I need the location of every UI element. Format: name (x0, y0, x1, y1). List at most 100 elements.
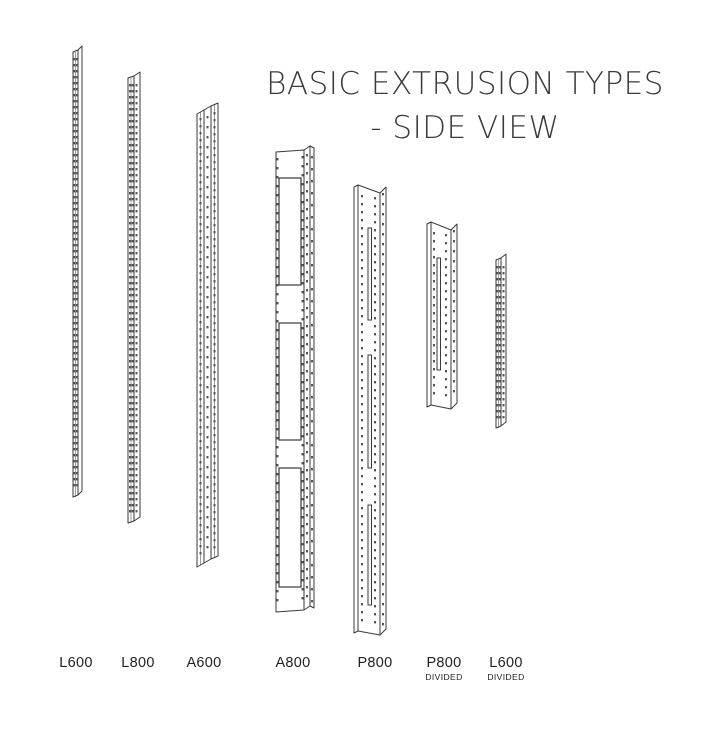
mounting-hole (301, 228, 304, 231)
mounting-hole (276, 536, 279, 539)
mounting-hole (361, 611, 363, 614)
mounting-hole (502, 350, 505, 353)
mounting-hole (311, 396, 313, 399)
mounting-hole (206, 296, 209, 299)
mounting-hole (445, 306, 447, 309)
mounting-hole (199, 328, 202, 331)
mounting-hole (453, 390, 455, 393)
mounting-hole (213, 336, 216, 339)
mounting-hole (73, 64, 76, 67)
mounting-hole (73, 100, 76, 103)
mounting-hole (382, 523, 384, 526)
mounting-hole (131, 84, 134, 87)
mounting-hole (374, 205, 376, 208)
mounting-hole (73, 388, 76, 391)
mounting-hole (73, 118, 76, 121)
mounting-hole (496, 356, 499, 359)
mounting-hole (306, 325, 308, 328)
mounting-hole (276, 176, 279, 179)
mounting-hole (129, 258, 131, 261)
mounting-hole (213, 126, 216, 129)
mounting-hole (206, 326, 209, 329)
mounting-hole (301, 237, 304, 240)
mounting-hole (306, 487, 308, 490)
label-a600: A600 (169, 655, 239, 671)
mounting-hole (199, 342, 202, 345)
mounting-hole (276, 320, 279, 323)
mounting-hole (76, 424, 78, 427)
mounting-hole (131, 258, 134, 261)
mounting-hole (301, 192, 304, 195)
mounting-hole (73, 232, 76, 235)
mounting-hole (382, 533, 384, 536)
mounting-hole (206, 306, 209, 309)
mounting-hole (76, 466, 78, 469)
mounting-hole (73, 454, 76, 457)
mounting-hole (496, 410, 499, 413)
mounting-hole (199, 454, 202, 457)
mounting-hole (276, 518, 279, 521)
mounting-hole (445, 274, 447, 277)
mounting-hole (306, 262, 308, 265)
mounting-hole (199, 510, 202, 513)
mounting-hole (213, 210, 216, 213)
mounting-hole (206, 336, 209, 339)
mounting-hole (374, 269, 376, 272)
mounting-hole (276, 239, 279, 242)
mounting-hole (206, 516, 209, 519)
mounting-hole (73, 340, 76, 343)
mounting-hole (206, 136, 209, 139)
mounting-hole (361, 203, 363, 206)
mounting-hole (301, 381, 304, 384)
panel-cutout (278, 177, 302, 286)
mounting-hole (433, 376, 435, 379)
mounting-hole (382, 603, 384, 606)
mounting-hole (135, 426, 138, 429)
mounting-hole (76, 412, 78, 415)
mounting-hole (301, 246, 304, 249)
mounting-hole (496, 350, 499, 353)
mounting-hole (311, 348, 313, 351)
mounting-hole (129, 240, 131, 243)
mounting-hole (129, 120, 131, 123)
mounting-hole (129, 144, 131, 147)
mounting-hole (374, 589, 376, 592)
mounting-hole (129, 84, 131, 87)
mounting-hole (499, 380, 501, 383)
mounting-hole (135, 474, 138, 477)
mounting-hole (499, 350, 501, 353)
mounting-hole (311, 408, 313, 411)
mounting-hole (206, 316, 209, 319)
mounting-hole (433, 264, 435, 267)
mounting-hole (311, 588, 313, 591)
mounting-hole (129, 342, 131, 345)
mounting-hole (199, 286, 202, 289)
mounting-hole (129, 360, 131, 363)
mounting-hole (76, 244, 78, 247)
mounting-hole (496, 416, 499, 419)
mounting-hole (206, 216, 209, 219)
mounting-hole (213, 112, 216, 115)
mounting-hole (361, 419, 363, 422)
mounting-hole (76, 298, 78, 301)
mounting-hole (374, 405, 376, 408)
mounting-hole (301, 534, 304, 537)
mounting-hole (76, 124, 78, 127)
mounting-hole (382, 403, 384, 406)
mounting-hole (199, 363, 202, 366)
mounting-hole (76, 184, 78, 187)
mounting-hole (129, 138, 131, 141)
mounting-hole (276, 203, 279, 206)
mounting-hole (445, 298, 447, 301)
mounting-hole (374, 333, 376, 336)
mounting-hole (382, 543, 384, 546)
mounting-hole (445, 386, 447, 389)
mounting-hole (499, 278, 501, 281)
mounting-hole (276, 590, 279, 593)
mounting-hole (199, 244, 202, 247)
mounting-hole (306, 316, 308, 319)
mounting-hole (502, 410, 505, 413)
mounting-hole (213, 315, 216, 318)
mounting-hole (199, 230, 202, 233)
mounting-hole (276, 599, 279, 602)
